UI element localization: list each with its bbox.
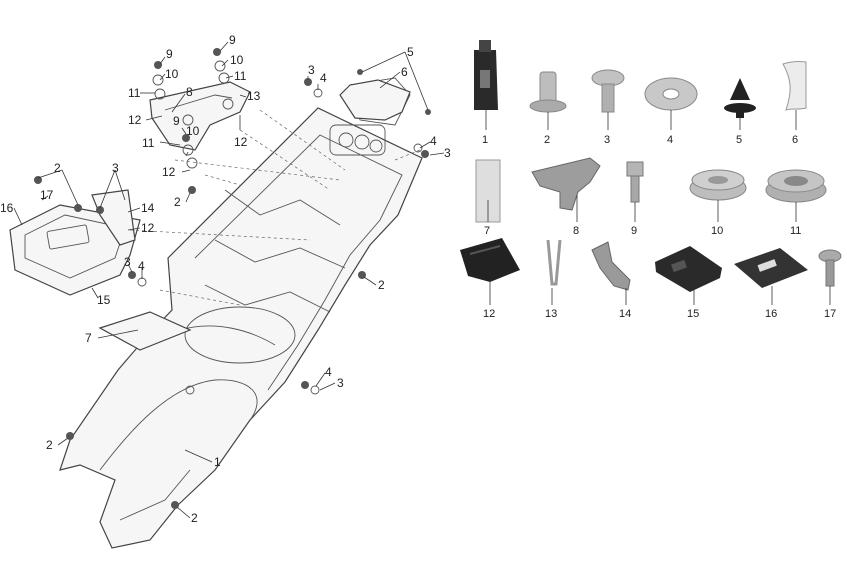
callout-10: 10	[186, 124, 200, 138]
callout-4: 4	[138, 259, 145, 273]
part-16-mount-plate: 16	[734, 248, 808, 320]
callout-3: 3	[444, 146, 451, 160]
part-12-clip-nut: 12	[460, 238, 520, 320]
callout-leaders	[13, 41, 445, 519]
exploded-view: 9 10 11 8 12 9 10 11 9 10 11 13 12 12 3 …	[0, 33, 451, 549]
part-number-4: 4	[667, 134, 673, 146]
part-number-17: 17	[824, 308, 836, 320]
part-10-rubber-collar: 10	[689, 169, 747, 237]
part-number-7: 7	[484, 225, 490, 237]
callout-17: 17	[40, 188, 54, 202]
callout-9: 9	[173, 114, 180, 128]
callout-8: 8	[186, 85, 193, 99]
part-number-9: 9	[631, 225, 637, 237]
callout-13: 13	[247, 89, 261, 103]
callout-1: 1	[214, 455, 221, 469]
part-number-2: 2	[544, 134, 550, 146]
callout-12: 12	[162, 165, 176, 179]
assembly-guide-lines	[129, 109, 421, 306]
part-1-fuse-connector: 1	[474, 40, 498, 146]
callout-2: 2	[54, 161, 61, 175]
part-number-14: 14	[619, 308, 631, 320]
callout-2: 2	[174, 195, 181, 209]
callout-10: 10	[165, 67, 179, 81]
part-17-long-screw: 17	[818, 249, 842, 320]
upper-bracket-assembly	[149, 81, 251, 151]
part-number-13: 13	[545, 308, 557, 320]
part-15-control-box: 15	[655, 246, 722, 320]
part-number-15: 15	[687, 308, 699, 320]
callout-14: 14	[141, 201, 155, 215]
part-number-5: 5	[736, 134, 742, 146]
part-11-grommet: 11	[765, 169, 827, 237]
fastener-markers	[34, 48, 431, 509]
callout-2: 2	[378, 278, 385, 292]
part-5-push-rivet: 5	[724, 78, 756, 146]
callout-3: 3	[308, 63, 315, 77]
parts-catalog: 1 2 3 4 5 6	[460, 40, 842, 320]
callout-11: 11	[128, 86, 141, 100]
callout-5: 5	[407, 45, 414, 59]
part-number-3: 3	[604, 134, 610, 146]
callout-labels: 9 10 11 8 12 9 10 11 9 10 11 13 12 12 3 …	[0, 33, 451, 525]
part-number-11: 11	[790, 225, 801, 237]
callout-7: 7	[85, 331, 92, 345]
callout-9: 9	[166, 47, 173, 61]
part-number-6: 6	[792, 134, 798, 146]
callout-4: 4	[430, 134, 437, 148]
callout-11: 11	[234, 69, 247, 83]
part-2-flanged-bolt: 2	[529, 71, 567, 146]
part-9-hex-bolt: 9	[626, 161, 644, 237]
callout-12: 12	[128, 113, 142, 127]
callout-2: 2	[46, 438, 53, 452]
part-6-foam-strip: 6	[782, 61, 807, 146]
callout-12: 12	[141, 221, 155, 235]
part-8-bracket: 8	[531, 157, 601, 237]
part-number-10: 10	[711, 225, 723, 237]
pad-strip	[98, 311, 192, 351]
callout-3: 3	[337, 376, 344, 390]
callout-4: 4	[325, 365, 332, 379]
part-7-pad-strip: 7	[475, 159, 501, 237]
callout-9: 9	[229, 33, 236, 47]
callout-15: 15	[97, 293, 111, 307]
part-14-bent-bracket: 14	[591, 241, 631, 320]
part-number-1: 1	[482, 134, 488, 146]
callout-16: 16	[0, 201, 14, 215]
part-number-16: 16	[765, 308, 777, 320]
part-13-u-clip: 13	[545, 239, 562, 320]
control-box-assembly	[9, 189, 141, 296]
rear-fender-assembly	[59, 77, 423, 549]
callout-4: 4	[320, 71, 327, 85]
part-4-flat-washer: 4	[644, 77, 698, 146]
callout-10: 10	[230, 53, 244, 67]
callout-6: 6	[401, 65, 408, 79]
callout-3: 3	[124, 255, 131, 269]
callout-12: 12	[234, 135, 248, 149]
part-number-12: 12	[483, 308, 495, 320]
callout-3: 3	[112, 161, 119, 175]
part-3-pan-screw: 3	[591, 69, 625, 146]
callout-2: 2	[191, 511, 198, 525]
part-number-8: 8	[573, 225, 579, 237]
callout-11: 11	[142, 136, 155, 150]
